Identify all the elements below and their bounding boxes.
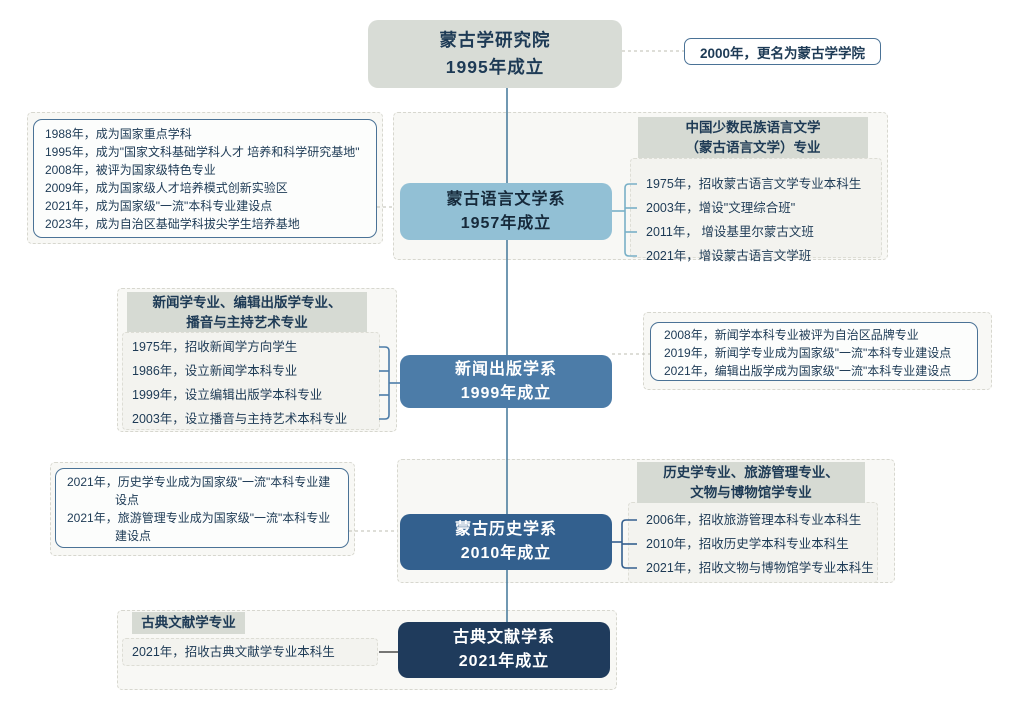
dept1-box-founded: 1957年成立 [460, 214, 552, 232]
dept1-milestones-callout: 1988年，成为国家重点学科 1995年，成为"国家文科基础学科人才 培养和科学… [33, 119, 377, 238]
milestone-item: 2023年，成为自治区基础学科拔尖学生培养基地 [45, 217, 300, 231]
program-item: 2003年，增设"文理综合班" [646, 201, 796, 215]
program-item: 1975年，招收新闻学方向学生 [132, 340, 298, 354]
dept2-program-list: 1975年，招收新闻学方向学生 1986年，设立新闻学本科专业 1999年，设立… [132, 335, 377, 431]
dept2-milestones-callout: 2008年，新闻学本科专业被评为自治区品牌专业 2019年，新闻学专业成为国家级… [650, 322, 978, 381]
milestone-item: 2021年，编辑出版学成为国家级"一流"本科专业建设点 [664, 364, 952, 378]
milestone-item: 2021年，旅游管理专业成为国家级"一流"本科专业建设点 [67, 511, 331, 543]
rename-note-label: 2000年，更名为蒙古学学院 [699, 45, 866, 61]
root-box-founded: 1995年成立 [445, 57, 545, 77]
dept1-program-list: 1975年，招收蒙古语言文学专业本科生 2003年，增设"文理综合班" 2011… [646, 172, 876, 268]
program-item: 2021年，招收文物与博物馆学专业本科生 [646, 561, 874, 575]
dept2-programs-header-line1: 新闻学专业、编辑出版学专业、 [152, 295, 342, 310]
program-item: 1999年，设立编辑出版学本科专业 [132, 388, 323, 402]
dept3-program-list: 2006年，招收旅游管理本科专业本科生 2010年，招收历史学本科专业本科生 2… [646, 508, 876, 580]
dept4-programs-header: 古典文献学专业 [132, 612, 245, 634]
program-item: 2003年，设立播音与主持艺术本科专业 [132, 412, 348, 426]
dept1-programs-header-line2: （蒙古语言文学）专业 [685, 140, 821, 155]
dept4-box-name: 古典文献学系 [452, 629, 555, 646]
program-item: 2021年，招收古典文献学专业本科生 [132, 645, 335, 659]
rename-note: 2000年，更名为蒙古学学院 [684, 38, 881, 65]
dept2-box: 新闻出版学系 1999年成立 [400, 355, 612, 408]
program-item: 2021年，增设蒙古语言文学班 [646, 249, 812, 263]
milestone-item: 2008年，被评为国家级特色专业 [45, 163, 216, 177]
dept3-programs-header-line1: 历史学专业、旅游管理专业、 [663, 465, 839, 480]
milestone-item: 2021年，成为国家级"一流"本科专业建设点 [45, 199, 273, 213]
dept2-programs-header-line2: 播音与主持艺术专业 [186, 315, 308, 330]
dept4-box: 古典文献学系 2021年成立 [398, 622, 610, 678]
dept4-programs-header-label: 古典文献学专业 [141, 615, 236, 630]
dept3-milestones-callout: 2021年，历史学专业成为国家级"一流"本科专业建设点 2021年，旅游管理专业… [55, 468, 349, 548]
dept3-box-name: 蒙古历史学系 [454, 521, 557, 538]
dept3-programs-header-line2: 文物与博物馆学专业 [690, 485, 812, 500]
dept4-box-founded: 2021年成立 [458, 653, 550, 670]
dept3-program-list-panel [628, 502, 878, 583]
milestone-item: 2009年，成为国家级人才培养模式创新实验区 [45, 181, 288, 195]
dept3-programs-header: 历史学专业、旅游管理专业、 文物与博物馆学专业 [637, 462, 865, 503]
milestone-item: 1988年，成为国家重点学科 [45, 127, 192, 141]
dept3-box: 蒙古历史学系 2010年成立 [400, 514, 612, 570]
milestone-item: 1995年，成为"国家文科基础学科人才 培养和科学研究基地" [45, 145, 360, 159]
dept4-program-list-panel [122, 638, 378, 666]
milestone-item: 2021年，历史学专业成为国家级"一流"本科专业建设点 [67, 475, 331, 507]
program-item: 1975年，招收蒙古语言文学专业本科生 [646, 177, 862, 191]
root-box: 蒙古学研究院 1995年成立 [368, 20, 622, 88]
root-box-name: 蒙古学研究院 [439, 30, 551, 50]
program-item: 1986年，设立新闻学本科专业 [132, 364, 298, 378]
dept1-box-name: 蒙古语言文学系 [446, 190, 566, 208]
program-item: 2006年，招收旅游管理本科专业本科生 [646, 513, 862, 527]
dept1-box: 蒙古语言文学系 1957年成立 [400, 183, 612, 240]
dept2-programs-header: 新闻学专业、编辑出版学专业、 播音与主持艺术专业 [127, 292, 367, 332]
dept1-programs-header-line1: 中国少数民族语言文学 [685, 120, 821, 135]
program-item: 2010年，招收历史学本科专业本科生 [646, 537, 849, 551]
dept2-box-founded: 1999年成立 [460, 384, 552, 402]
program-item: 2011年， 增设基里尔蒙古文班 [646, 225, 814, 239]
dept2-program-list-panel [122, 332, 380, 430]
dept2-box-name: 新闻出版学系 [454, 360, 557, 378]
dept3-box-founded: 2010年成立 [460, 545, 552, 562]
dept1-programs-header: 中国少数民族语言文学 （蒙古语言文学）专业 [638, 117, 868, 158]
milestone-item: 2008年，新闻学本科专业被评为自治区品牌专业 [664, 328, 919, 342]
dept1-program-list-panel [630, 158, 882, 258]
milestone-item: 2019年，新闻学专业成为国家级"一流"本科专业建设点 [664, 346, 952, 360]
dept4-program-list: 2021年，招收古典文献学专业本科生 [132, 640, 372, 664]
